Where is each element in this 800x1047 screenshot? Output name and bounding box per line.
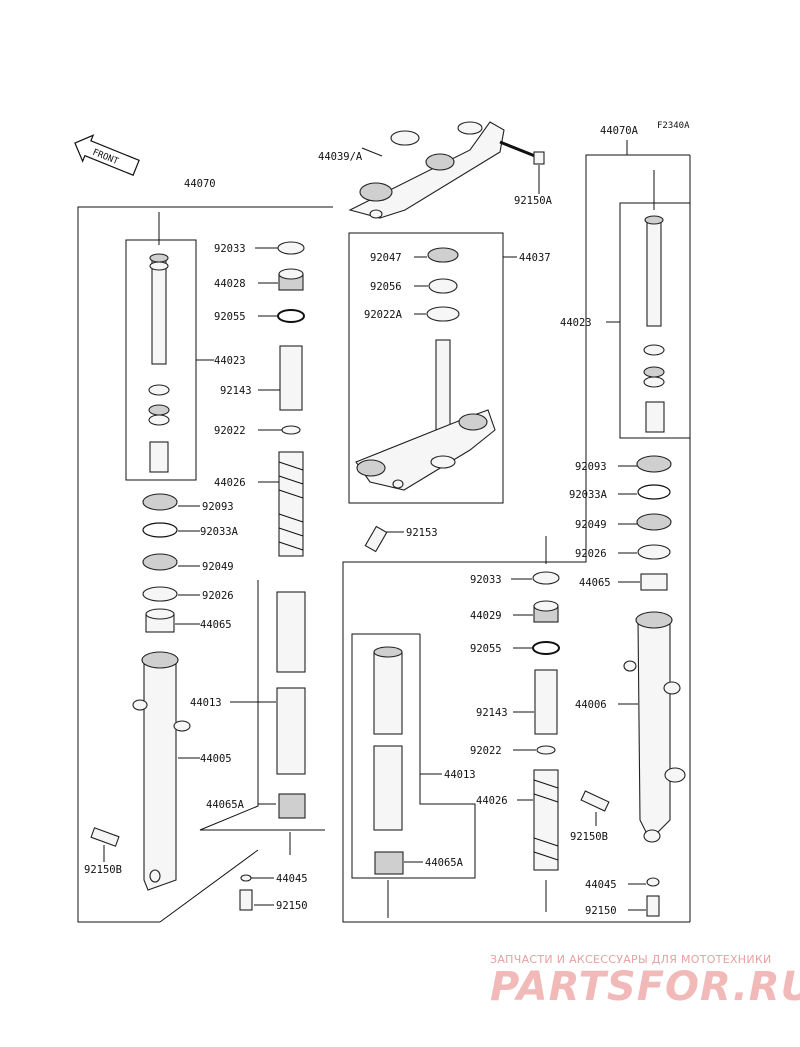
right-part-c2: 44029 bbox=[470, 610, 502, 622]
steering-stem-box bbox=[348, 232, 504, 504]
left-part-bottom-bolt: 92150 bbox=[276, 900, 308, 912]
upper-bracket bbox=[348, 121, 545, 219]
right-spring-column bbox=[532, 536, 560, 912]
stem-part-p1: 92047 bbox=[370, 252, 402, 264]
stem-part-p2: 92056 bbox=[370, 281, 402, 293]
left-part-l1: 92093 bbox=[202, 501, 234, 513]
upper-bracket-label: 44039/A bbox=[318, 151, 363, 163]
right-part-l1: 92093 bbox=[575, 461, 607, 473]
watermark-brand: PARTSFOR.RU bbox=[490, 964, 800, 1010]
right-assembly-frame: 44070A bbox=[342, 125, 691, 923]
right-outer-stack bbox=[580, 455, 686, 917]
right-part-l5: 44065 bbox=[579, 577, 611, 589]
right-part-l2: 92033A bbox=[569, 489, 608, 501]
left-part-r1: 92033 bbox=[214, 243, 246, 255]
right-part-c5: 92022 bbox=[470, 745, 502, 757]
left-spring-column bbox=[276, 241, 306, 819]
left-part-r2: 44028 bbox=[214, 278, 246, 290]
right-part-c3: 92055 bbox=[470, 643, 502, 655]
right-inner-tube-box bbox=[619, 202, 690, 439]
left-part-r5: 92022 bbox=[214, 425, 246, 437]
left-inner-tube-parts bbox=[148, 253, 170, 473]
right-part-c1: 92033 bbox=[470, 574, 502, 586]
watermark: ЗАПЧАСТИ И АКСЕССУАРЫ ДЛЯ МОТОТЕХНИКИ PA… bbox=[490, 953, 800, 1010]
right-guide-parts: 44013 44065A bbox=[351, 633, 476, 918]
stem-part-p3: 92022A bbox=[364, 309, 403, 321]
right-part-axle-bolt: 92150B bbox=[570, 831, 608, 843]
watermark-tagline: ЗАПЧАСТИ И АКСЕССУАРЫ ДЛЯ МОТОТЕХНИКИ bbox=[490, 953, 772, 966]
left-part-l2: 92033A bbox=[200, 526, 239, 538]
diagram-code: F2340A bbox=[657, 121, 690, 131]
right-part-c6: 44026 bbox=[476, 795, 508, 807]
left-assembly-frame: 44070 bbox=[77, 178, 333, 923]
right-inner-tube-label: 44023 bbox=[560, 317, 592, 329]
front-direction-arrow: FRONT bbox=[74, 134, 140, 176]
right-assembly-label: 44070A bbox=[600, 125, 639, 137]
left-part-r4: 92143 bbox=[220, 385, 252, 397]
left-part-guide: 44013 bbox=[190, 697, 222, 709]
right-part-l4: 92026 bbox=[575, 548, 607, 560]
right-part-gasket: 44045 bbox=[585, 879, 617, 891]
upper-bracket-bolt-label: 92150A bbox=[514, 195, 553, 207]
left-part-outer: 44005 bbox=[200, 753, 232, 765]
right-part-outer: 44006 bbox=[575, 699, 607, 711]
left-part-guide-bushing: 44065A bbox=[206, 799, 245, 811]
stem-bolt-label: 92153 bbox=[406, 527, 438, 539]
right-part-l3: 92049 bbox=[575, 519, 607, 531]
left-outer-stack bbox=[90, 493, 191, 891]
left-assembly-label: 44070 bbox=[184, 178, 216, 190]
left-part-axle-bolt: 92150B bbox=[84, 864, 122, 876]
right-part-c4: 92143 bbox=[476, 707, 508, 719]
right-part-guide: 44013 bbox=[444, 769, 476, 781]
steering-stem-parts bbox=[355, 247, 496, 491]
left-inner-tube-label: 44023 bbox=[214, 355, 246, 367]
steering-stem-group-label: 44037 bbox=[519, 252, 551, 264]
left-part-l4: 92026 bbox=[202, 590, 234, 602]
left-part-r3: 92055 bbox=[214, 311, 246, 323]
right-part-guide-bushing: 44065A bbox=[425, 857, 464, 869]
left-part-r6: 44026 bbox=[214, 477, 246, 489]
left-part-l5: 44065 bbox=[200, 619, 232, 631]
left-part-gasket: 44045 bbox=[276, 873, 308, 885]
right-part-bottom-bolt: 92150 bbox=[585, 905, 617, 917]
right-inner-tube-parts bbox=[643, 215, 665, 433]
left-part-l3: 92049 bbox=[202, 561, 234, 573]
